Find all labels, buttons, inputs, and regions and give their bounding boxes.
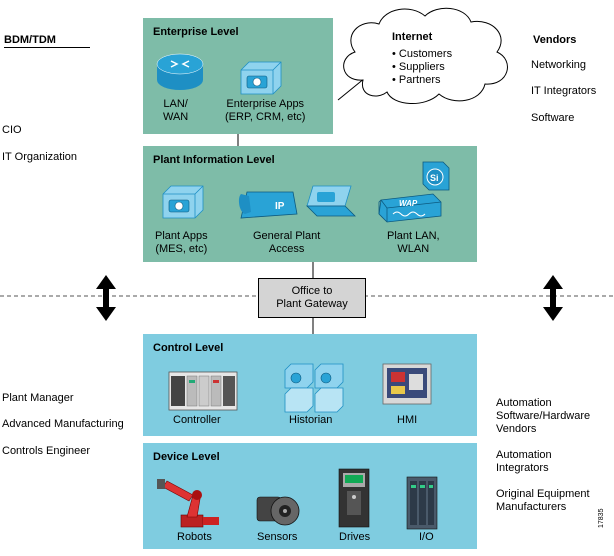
control-level-title: Control Level: [153, 342, 224, 354]
plant-lan-wlan-label: Plant LAN,WLAN: [387, 230, 440, 255]
figure-id: 17835: [598, 508, 605, 528]
device-level-panel: Device Level Robots Sensors Drives I/O: [143, 443, 477, 549]
left-double-arrow-icon: [96, 275, 116, 321]
drive-icon: [338, 468, 370, 528]
enterprise-apps-label: Enterprise Apps(ERP, CRM, etc): [225, 98, 306, 123]
wap-label: WAP: [399, 199, 418, 208]
historian-servers-icon: [284, 363, 344, 413]
internet-item-suppliers: • Suppliers: [392, 61, 445, 73]
control-level-panel: Control Level Controller Historian HMI: [143, 334, 477, 436]
router-icon: [156, 53, 204, 90]
internet-list: • Customers • Suppliers • Partners: [392, 48, 452, 87]
connector-enterprise-internet: [337, 77, 366, 101]
role-cio: CIO: [2, 124, 22, 136]
io-label: I/O: [419, 531, 434, 543]
device-level-title: Device Level: [153, 451, 220, 463]
vendor-software: Software: [531, 112, 575, 124]
internet-cloud-icon: [343, 7, 508, 105]
ip-phone-label: IP: [275, 201, 285, 212]
historian-label: Historian: [289, 414, 333, 426]
vendor-networking: Networking: [531, 59, 587, 71]
role-advanced-manufacturing: Advanced Manufacturing: [2, 418, 124, 430]
plant-apps-label: Plant Apps(MES, etc): [155, 230, 208, 255]
enterprise-level-panel: Enterprise Level LAN/WAN Enterprise Apps…: [143, 18, 333, 134]
internet-title: Internet: [392, 31, 433, 43]
hmi-panel-icon: [382, 363, 432, 405]
role-it-organization: IT Organization: [2, 151, 78, 163]
robots-label: Robots: [177, 531, 212, 543]
sensors-label: Sensors: [257, 531, 298, 543]
enterprise-server-icon: [240, 61, 282, 95]
lan-wan-label: LAN/WAN: [163, 98, 189, 123]
sensor-encoder-icon: [256, 496, 300, 526]
bdm-tdm-header: BDM/TDM: [4, 34, 56, 46]
drives-label: Drives: [339, 531, 371, 543]
plant-information-level-title: Plant Information Level: [153, 154, 275, 166]
internet-item-customers: • Customers: [392, 48, 453, 60]
ip-phone-icon: IP: [238, 191, 298, 219]
role-plant-manager: Plant Manager: [2, 392, 74, 404]
io-module-icon: [406, 476, 438, 530]
laptop-icon: [306, 185, 356, 217]
role-controls-engineer: Controls Engineer: [2, 445, 91, 457]
robot-arm-icon: [157, 479, 219, 528]
controller-plc-icon: [168, 371, 238, 411]
hmi-label: HMI: [397, 414, 418, 426]
internet-item-partners: • Partners: [392, 74, 441, 86]
plant-apps-server-icon: [162, 185, 204, 219]
router-si-label: Si: [430, 173, 439, 183]
bdm-tdm-underline: [4, 47, 90, 48]
vendor-it-integrators: IT Integrators: [531, 85, 597, 97]
plant-information-level-panel: Plant Information Level Plant Apps(MES, …: [143, 146, 477, 262]
enterprise-level-title: Enterprise Level: [153, 26, 239, 38]
vendors-header: Vendors: [533, 34, 577, 46]
right-double-arrow-icon: [543, 275, 563, 321]
controller-label: Controller: [173, 414, 221, 426]
wireless-access-point-icon: Si WAP: [378, 161, 450, 223]
